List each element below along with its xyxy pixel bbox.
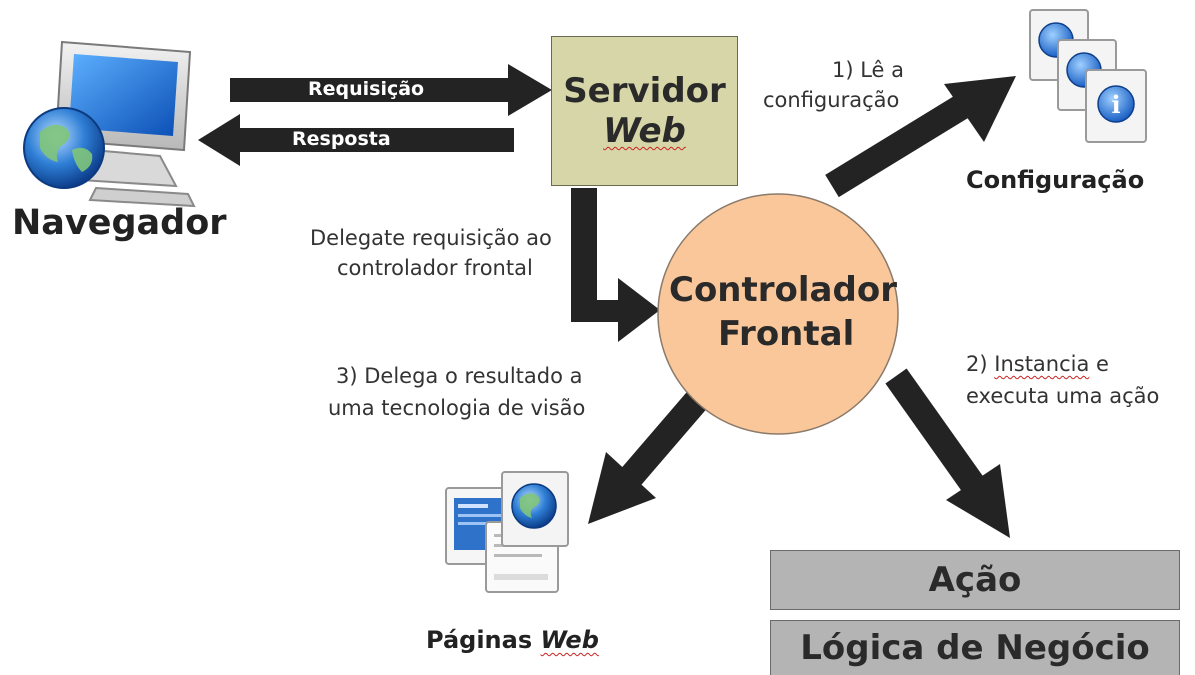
delegate-label-line2: controlador frontal (337, 256, 533, 280)
step3-label-line1: 3) Delega o resultado a (336, 364, 583, 388)
business-logic-label: Lógica de Negócio (800, 628, 1150, 668)
web-server-box: Servidor Web (551, 36, 738, 186)
controller-subtitle: Frontal (718, 314, 855, 354)
web-pages-label: Páginas Web (426, 626, 599, 655)
step2-prefix: 2) (966, 352, 988, 376)
computer-globe-icon (23, 40, 196, 208)
step2-label-line2: executa uma ação (966, 384, 1160, 408)
server-subtitle: Web (603, 111, 686, 151)
server-title: Servidor (563, 71, 726, 111)
controller-title: Controlador (669, 270, 897, 310)
step2-suffix: e (1096, 352, 1109, 376)
configuration-label: Configuração (966, 166, 1145, 194)
request-arrow (230, 64, 552, 116)
delegate-arrow (571, 188, 660, 342)
step1-label-line2: configuração (763, 88, 900, 112)
step2-label-line1: 2) Instancia e (966, 352, 1109, 377)
web-pages-icon (445, 471, 569, 593)
info-documents-icon: i (1029, 9, 1147, 143)
business-logic-box: Lógica de Negócio (770, 620, 1180, 675)
read-config-arrow (825, 76, 1016, 198)
web-pages-label-prefix: Páginas (426, 626, 533, 654)
action-label: Ação (928, 560, 1022, 600)
instantiate-action-arrow (885, 368, 1010, 538)
response-label: Resposta (292, 128, 391, 150)
response-arrow (198, 114, 514, 166)
request-label: Requisição (308, 78, 425, 100)
web-pages-label-web: Web (540, 626, 599, 654)
browser-label: Navegador (12, 203, 227, 243)
step1-label-line1: 1) Lê a (832, 58, 905, 82)
step3-label-line2: uma tecnologia de visão (328, 396, 586, 420)
step2-word: Instancia (994, 352, 1090, 376)
controller-circle (657, 193, 899, 435)
action-box: Ação (770, 550, 1180, 610)
svg-text:i: i (1111, 90, 1120, 119)
delegate-label-line1: Delegate requisição ao (310, 226, 552, 250)
